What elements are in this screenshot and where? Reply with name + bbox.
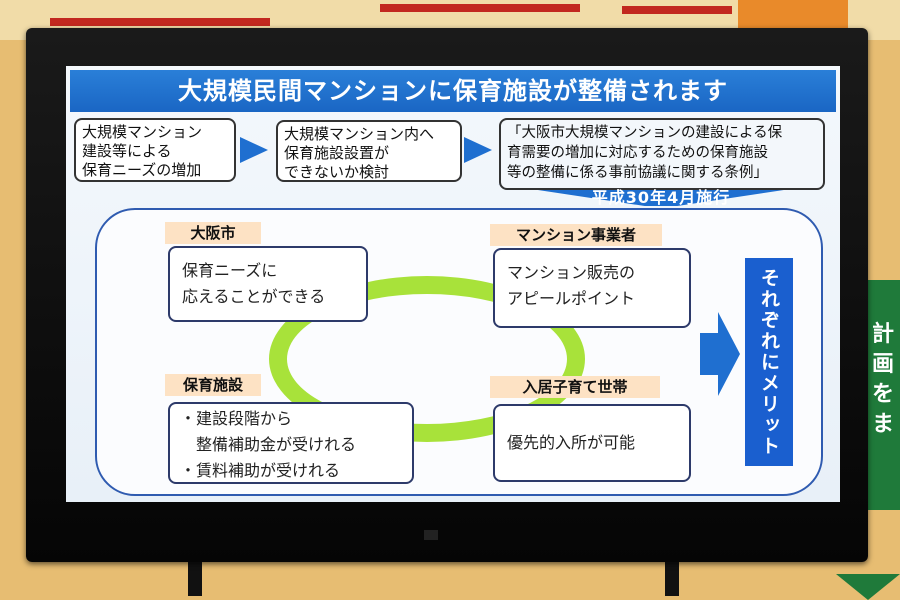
text-line: ・賃料補助が受けれる	[180, 461, 341, 480]
text-line: アピールポイント	[507, 289, 636, 308]
text-line: 保育施設設置が	[284, 144, 390, 162]
party-box-osaka-city: 保育ニーズに 応えることができる	[168, 246, 368, 322]
text-line: 育需要の増加に対応するための保育施設	[507, 145, 768, 161]
label-osaka-city: 大阪市	[165, 222, 261, 244]
label-developer: マンション事業者	[490, 224, 662, 246]
text-line: 大規模マンション内へ	[284, 125, 435, 143]
text-line: 「大阪市大規模マンションの建設による保	[507, 125, 783, 141]
wall-decor	[380, 4, 580, 12]
text-line: 応えることができる	[182, 287, 326, 306]
wall-decor	[50, 18, 270, 26]
tv-sensor	[424, 530, 438, 540]
text-line: 等の整備に係る事前協議に関する条例」	[507, 165, 768, 181]
tv-stand-leg	[188, 556, 202, 596]
step-box-2: 大規模マンション内へ 保育施設設置が できないか検討	[276, 120, 462, 182]
text-line: 優先的入所が可能	[507, 433, 636, 452]
green-triangle-sign	[836, 574, 900, 600]
arrow-right-icon	[240, 137, 268, 163]
ordinance-box: 「大阪市大規模マンションの建設による保 育需要の増加に対応するための保育施設 等…	[499, 118, 825, 190]
label-childcare-facility: 保育施設	[165, 374, 261, 396]
label-residents: 入居子育て世帯	[490, 376, 660, 398]
text-line: できないか検討	[284, 163, 390, 181]
text-line: 整備補助金が受けれる	[180, 435, 357, 454]
text-line: マンション販売の	[507, 263, 636, 282]
slide-title: 大規模民間マンションに保育施設が整備されます	[70, 70, 836, 112]
step-box-1: 大規模マンション 建設等による 保育ニーズの増加	[74, 118, 236, 182]
tv-stand-leg	[665, 556, 679, 596]
party-box-childcare-facility: ・建設段階から 整備補助金が受けれる ・賃料補助が受けれる	[168, 402, 414, 484]
tv-screen: 大規模民間マンションに保育施設が整備されます 大規模マンション 建設等による 保…	[66, 66, 840, 502]
text-line: 大規模マンション	[82, 123, 203, 141]
arrow-right-icon	[464, 137, 492, 163]
merit-box: それぞれにメリット	[745, 258, 793, 466]
text-line: 建設等による	[82, 142, 172, 160]
wall-decor	[622, 6, 732, 14]
text-line: 保育ニーズに	[182, 261, 278, 280]
effective-date: 平成30年4月施行	[591, 188, 731, 207]
green-sign: 計画を ま	[866, 280, 900, 510]
party-box-developer: マンション販売の アピールポイント	[493, 248, 691, 328]
text-line: 保育ニーズの増加	[82, 161, 202, 179]
wall-poster	[738, 0, 848, 32]
text-line: ・建設段階から	[180, 409, 293, 428]
party-box-residents: 優先的入所が可能	[493, 404, 691, 482]
